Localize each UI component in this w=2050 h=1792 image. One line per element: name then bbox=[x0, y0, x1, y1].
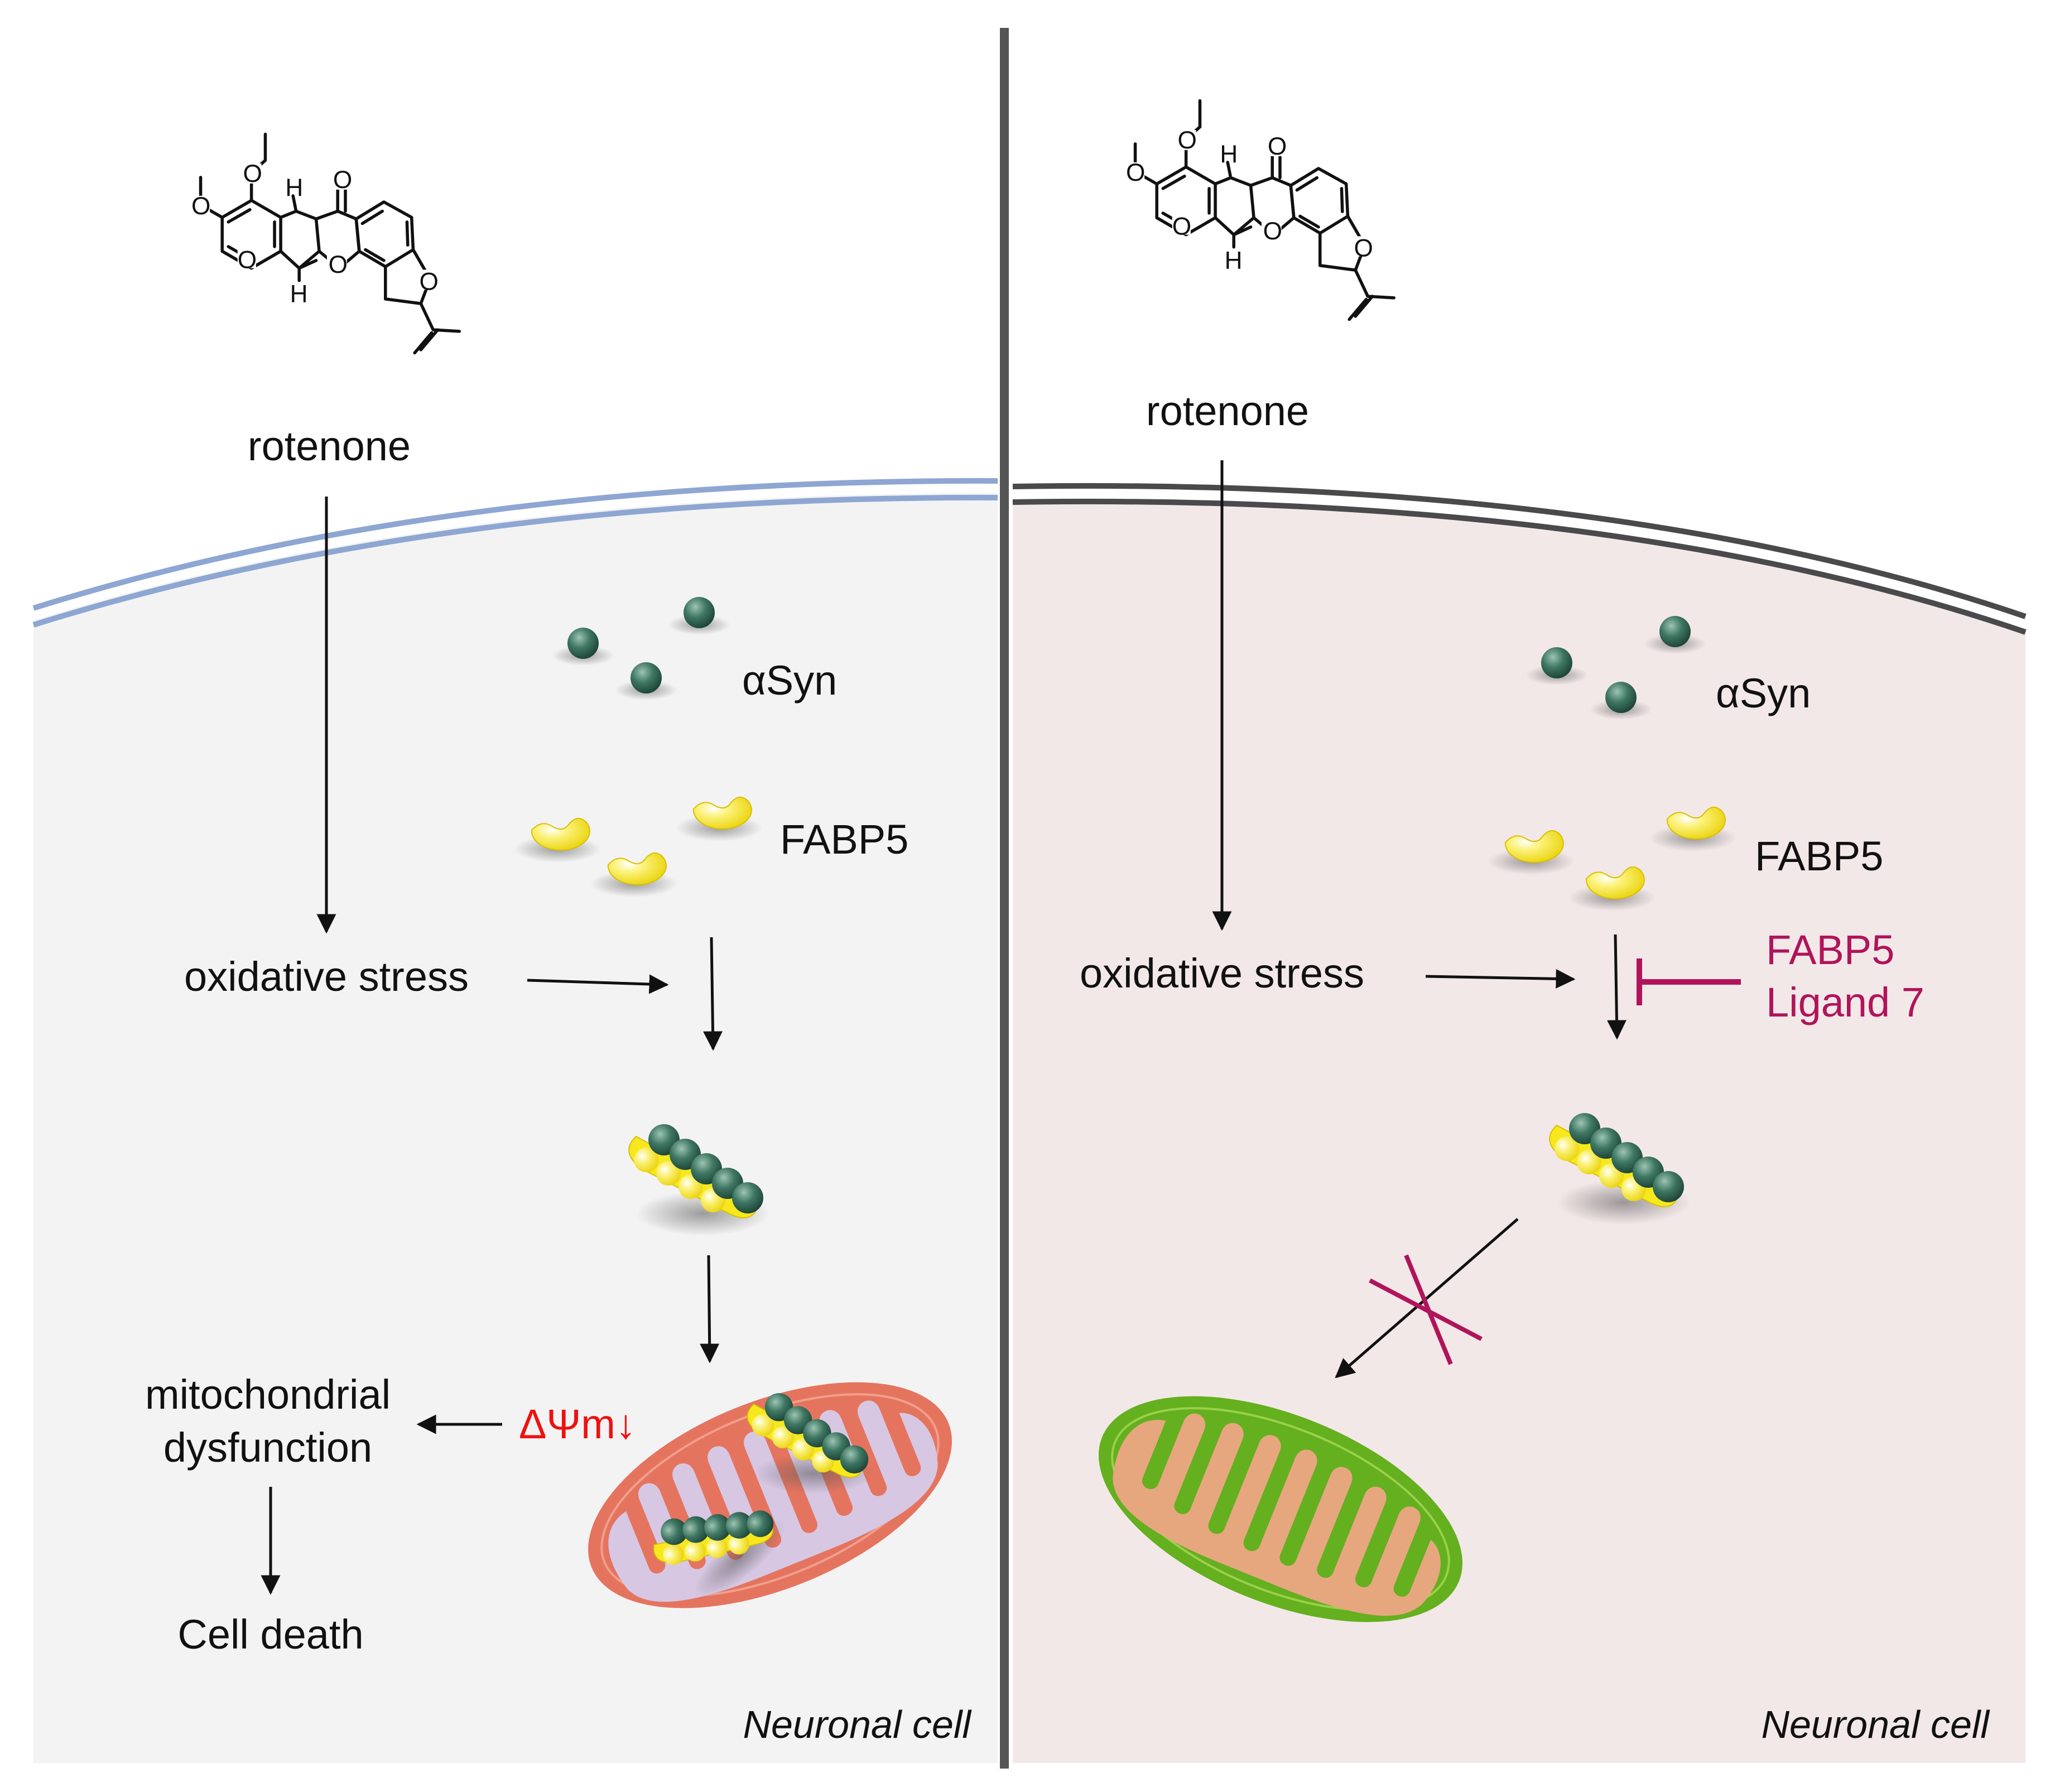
membrane-potential-drop-label: ΔΨm↓ bbox=[519, 1401, 636, 1447]
left-neuronal-cell-label: Neuronal cell bbox=[743, 1703, 972, 1746]
rotenone-structure bbox=[1124, 101, 1394, 320]
oxidative-stress-label: oxidative stress bbox=[184, 953, 469, 1000]
right-neuronal-cell-label: Neuronal cell bbox=[1761, 1703, 1990, 1746]
arrow-stress-to-aggregation bbox=[1425, 969, 1576, 989]
left-panel: rotenone oxidative stress αSyn FABP5 ΔΨm… bbox=[32, 134, 998, 1764]
oxidative-stress-label: oxidative stress bbox=[1080, 950, 1364, 996]
left-cytoplasm bbox=[33, 493, 998, 1764]
right-panel: rotenone oxidative stress αSyn FABP5 FAB… bbox=[1012, 101, 2027, 1764]
fabp5-label: FABP5 bbox=[780, 816, 908, 863]
blocked-arrow-to-mitochondrion bbox=[1335, 1218, 1519, 1379]
mitochondrial-dysfunction-label-line1: mitochondrial bbox=[145, 1371, 391, 1418]
right-membrane-outer bbox=[1012, 483, 2027, 619]
inhibitor-label-line1: FABP5 bbox=[1766, 927, 1894, 973]
block-cross-icon bbox=[1369, 1254, 1483, 1365]
asyn-label: αSyn bbox=[742, 657, 837, 704]
fabp5-label: FABP5 bbox=[1755, 833, 1883, 879]
rotenone-structure bbox=[190, 134, 459, 353]
arrow-to-aggregate bbox=[1606, 934, 1626, 1040]
left-membrane-outer bbox=[32, 478, 998, 611]
rotenone-label: rotenone bbox=[1146, 388, 1309, 434]
healthy-mitochondrion bbox=[1094, 1384, 1465, 1641]
asyn-label: αSyn bbox=[1716, 670, 1811, 716]
right-cytoplasm bbox=[1013, 499, 2025, 1764]
mitochondrial-dysfunction-label-line2: dysfunction bbox=[163, 1424, 372, 1471]
rotenone-label: rotenone bbox=[248, 423, 411, 469]
inhibitor-label-line2: Ligand 7 bbox=[1766, 979, 1924, 1025]
arrow-aggregate-to-mitochondrion bbox=[700, 1255, 720, 1364]
left-membrane-inner bbox=[32, 494, 998, 628]
arrow-to-aggregate bbox=[703, 937, 723, 1051]
cell-death-label: Cell death bbox=[177, 1611, 363, 1658]
arrow-stress-to-aggregation bbox=[527, 974, 669, 994]
right-membrane-inner bbox=[1012, 498, 2027, 635]
fabp5-inhibition-symbol bbox=[1637, 958, 1741, 1005]
